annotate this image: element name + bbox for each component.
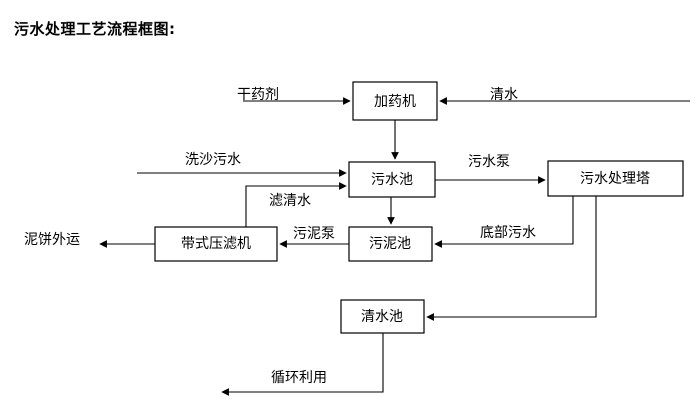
edge-label-filtered-water: 滤清水 — [269, 193, 311, 209]
edge-label-sludge-pump: 污泥泵 — [293, 226, 335, 242]
edge-belt-filter-press-to-wastewater-pool — [245, 182, 347, 227]
page-title: 污水处理工艺流程框图: — [14, 20, 176, 38]
terminal-label-sand-wash: 洗沙污水 — [185, 152, 241, 168]
node-clear-water-pool-label: 清水池 — [361, 309, 403, 325]
edge-treatment-tower-to-clear-water-pool — [426, 196, 597, 321]
terminal-label-clean-water: 清水 — [490, 87, 518, 103]
edge-label-sewage-pump: 污水泵 — [468, 154, 510, 170]
terminal-label-mud-cake-out: 泥饼外运 — [24, 232, 80, 248]
node-wastewater-pool[interactable]: 污水池 — [348, 161, 436, 198]
edge-label-recycle-reuse: 循环利用 — [271, 370, 327, 386]
node-belt-filter-press-label: 带式压滤机 — [181, 236, 251, 252]
node-clear-water-pool[interactable]: 清水池 — [340, 299, 425, 334]
edge-label-bottom-sewage: 底部污水 — [480, 225, 536, 241]
edge-treatment-tower-to-sludge-pool — [434, 196, 574, 248]
node-treatment-tower-label: 污水处理塔 — [580, 171, 650, 187]
node-sludge-pool-label: 污泥池 — [369, 236, 411, 252]
node-dosing-machine[interactable]: 加药机 — [352, 81, 438, 121]
node-treatment-tower[interactable]: 污水处理塔 — [547, 160, 684, 197]
edge-clear-water-pool-to-recycle — [221, 333, 384, 396]
node-dosing-machine-label: 加药机 — [374, 94, 416, 110]
node-belt-filter-press[interactable]: 带式压滤机 — [154, 226, 278, 262]
node-wastewater-pool-label: 污水池 — [371, 172, 413, 188]
node-sludge-pool[interactable]: 污泥池 — [348, 226, 433, 262]
terminal-label-dry-chemical: 干药剂 — [237, 87, 279, 103]
